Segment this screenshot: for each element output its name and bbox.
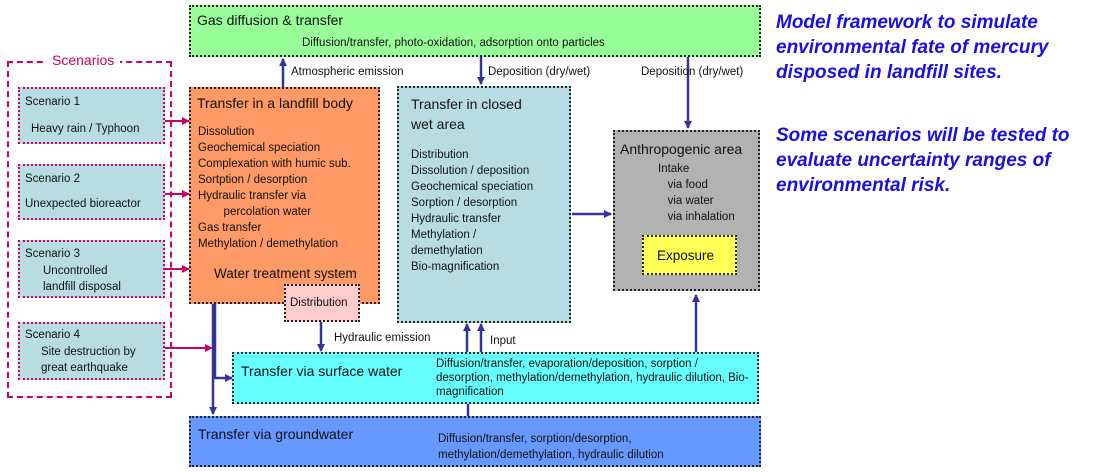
landfill-body-box: Transfer in a landfill body Dissolution …	[189, 87, 380, 304]
scenario-3-box: Scenario 3 Uncontrolled landfill disposa…	[18, 240, 165, 298]
landfill-body-title: Transfer in a landfill body	[197, 95, 353, 111]
scenario-2-name: Scenario 2	[25, 173, 80, 185]
surface-water-box: Transfer via surface water Diffusion/tra…	[232, 352, 759, 404]
scenario-1-name: Scenario 1	[25, 96, 80, 108]
closed-wet-title-2: wet area	[411, 116, 465, 132]
scenario-4-name: Scenario 4	[25, 329, 80, 341]
closed-wet-processes: Distribution Dissolution / deposition Ge…	[411, 149, 534, 273]
surface-water-desc: Diffusion/transfer, evaporation/depositi…	[436, 358, 749, 398]
water-treatment-label: Water treatment system	[214, 266, 357, 281]
scenario-3-name: Scenario 3	[25, 248, 80, 260]
intake-list: Intake via food via water via inhalation	[658, 163, 735, 223]
anthropogenic-title: Anthropogenic area	[620, 141, 743, 157]
closed-wet-area-box: Transfer in closed wet area Distribution…	[397, 86, 571, 323]
deposition-label-2: Deposition (dry/wet)	[641, 66, 744, 78]
input-label: Input	[490, 335, 516, 347]
distribution-box: Distribution	[284, 284, 360, 322]
groundwater-box: Transfer via groundwater Diffusion/trans…	[189, 416, 761, 467]
hydraulic-emission-label: Hydraulic emission	[334, 332, 431, 344]
scenario-1-desc: Heavy rain / Typhoon	[31, 123, 140, 135]
note-model-framework: Model framework to simulate environmenta…	[776, 12, 1049, 83]
groundwater-title: Transfer via groundwater	[198, 426, 354, 442]
scenario-4-box: Scenario 4 Site destruction by great ear…	[18, 322, 165, 380]
scenarios-heading: Scenarios	[46, 52, 121, 69]
gas-diffusion-desc: Diffusion/transfer, photo-oxidation, ads…	[302, 37, 605, 49]
scenario-1-box: Scenario 1 Heavy rain / Typhoon	[18, 87, 165, 144]
distribution-label: Distribution	[290, 297, 348, 309]
exposure-label: Exposure	[657, 248, 715, 263]
groundwater-desc-2: methylation/demethylation, hydraulic dil…	[438, 449, 664, 461]
gas-diffusion-title: Gas diffusion & transfer	[197, 12, 344, 28]
closed-wet-title-1: Transfer in closed	[411, 96, 522, 112]
arrow-landfill-to-surface	[213, 303, 233, 382]
deposition-label-1: Deposition (dry/wet)	[488, 66, 591, 78]
gas-diffusion-box: Gas diffusion & transfer Diffusion/trans…	[189, 5, 761, 57]
scenario-3-desc: Uncontrolled landfill disposal	[43, 265, 121, 293]
note-scenarios-tested: Some scenarios will be tested to evaluat…	[776, 125, 1070, 196]
scenario-2-desc: Unexpected bioreactor	[25, 198, 141, 210]
anthropogenic-area-box: Anthropogenic area Intake via food via w…	[613, 130, 760, 291]
atmospheric-emission-label: Atmospheric emission	[291, 66, 404, 78]
scenario-4-desc: Site destruction by great earthquake	[41, 346, 136, 374]
groundwater-desc-1: Diffusion/transfer, sorption/desorption,	[438, 433, 632, 445]
exposure-box: Exposure	[642, 235, 737, 275]
landfill-processes: Dissolution Geochemical speciation Compl…	[198, 126, 351, 250]
scenario-2-box: Scenario 2 Unexpected bioreactor	[18, 164, 165, 220]
surface-water-title: Transfer via surface water	[241, 363, 403, 379]
